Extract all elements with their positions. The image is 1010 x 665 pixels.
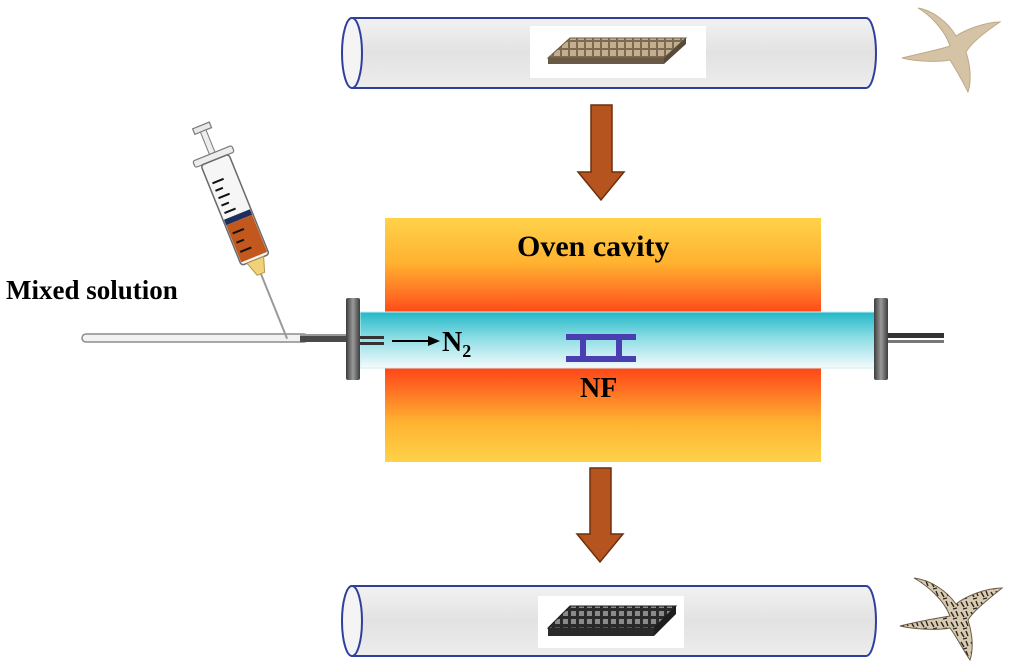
inlet-tube (81, 333, 384, 345)
sample-holder (566, 334, 636, 362)
oven-cavity-label: Oven cavity (517, 230, 670, 263)
tetrapod-precursor-icon (901, 7, 1002, 94)
n2-label: N2 (442, 327, 471, 362)
outlet-tube (888, 333, 944, 343)
mesh-product-icon (546, 605, 678, 636)
tetrapod-nanowire-icon (899, 577, 1004, 662)
right-arrow-icon (392, 336, 440, 346)
bottom-tube (341, 585, 877, 657)
syringe-icon (191, 121, 289, 340)
n2-subscript: 2 (462, 341, 472, 361)
n2-main: N (442, 327, 463, 358)
mesh-precursor-icon (546, 37, 688, 64)
left-flange (346, 298, 360, 380)
right-flange (874, 298, 888, 380)
nf-label: NF (580, 373, 618, 404)
oven-cavity (385, 218, 821, 462)
top-tube (341, 17, 877, 89)
down-arrow-icon (576, 104, 626, 202)
down-arrow-icon (575, 467, 625, 564)
mixed-solution-label: Mixed solution (6, 275, 178, 305)
